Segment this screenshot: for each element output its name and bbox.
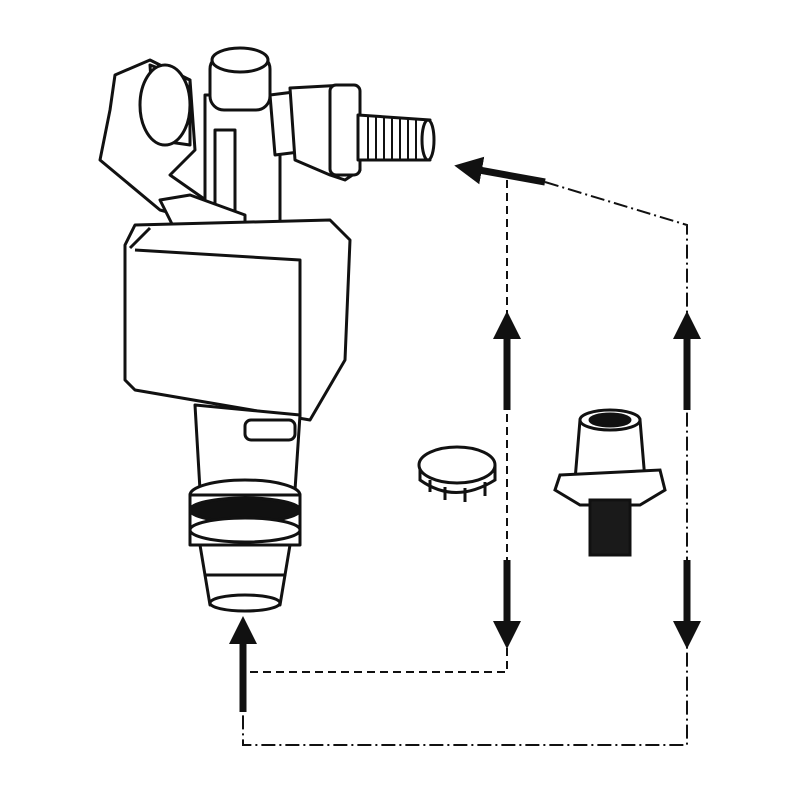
- dash-dot-connector: [242, 181, 688, 746]
- cap: [417, 445, 497, 502]
- threaded-adapter: [553, 408, 667, 557]
- arrow-left-inlet: [454, 156, 546, 186]
- thread-lines: [367, 115, 417, 160]
- fill-valve: [98, 46, 436, 613]
